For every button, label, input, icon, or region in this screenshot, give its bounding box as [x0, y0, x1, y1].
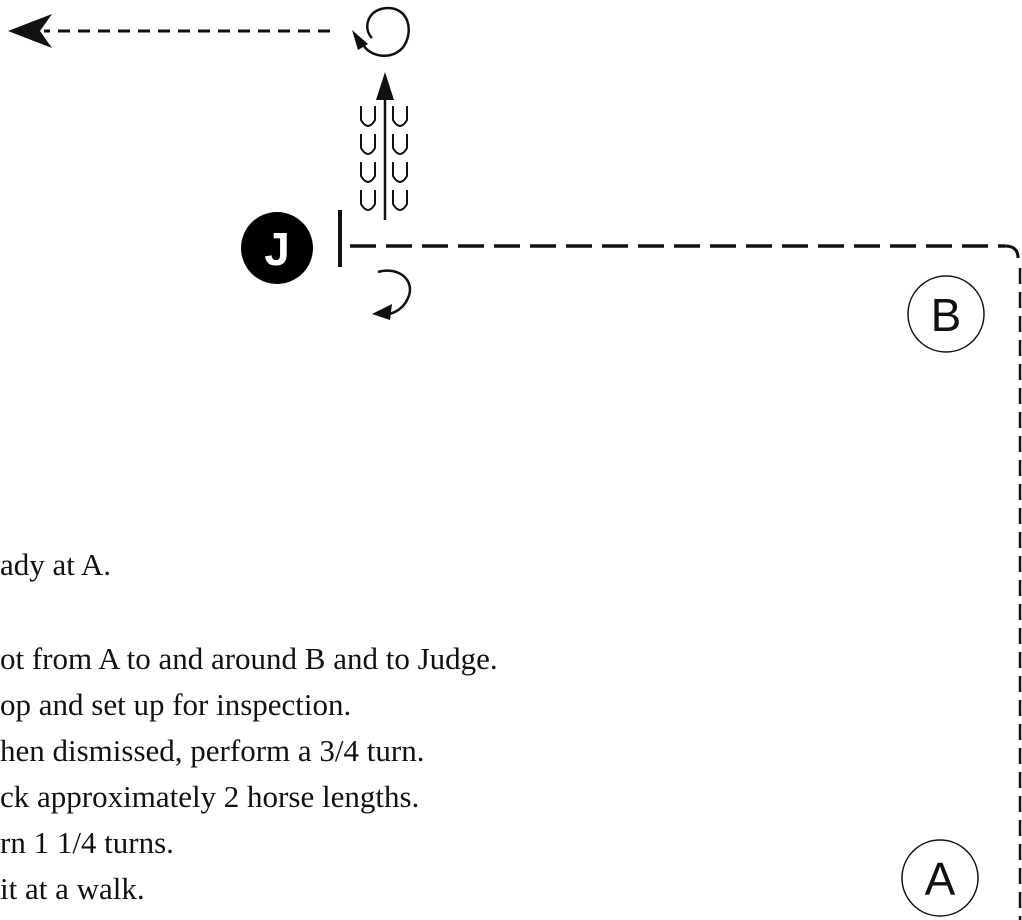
exit-path: [8, 14, 330, 48]
instruction-3: op and set up for inspection.: [0, 687, 352, 722]
turn-1-1-4-arrowhead: [352, 30, 368, 50]
turn-3-4-arrowhead: [372, 304, 392, 320]
trot-path: [350, 244, 1022, 920]
instruction-6: rn 1 1/4 turns.: [0, 825, 174, 860]
turn-1-1-4-icon: [352, 6, 410, 57]
marker-a: A: [901, 839, 979, 917]
marker-a-label: A: [925, 853, 956, 905]
hoofprints-icon: [360, 106, 408, 211]
turn-3-4-icon: [372, 269, 412, 320]
instruction-2: ot from A to and around B and to Judge.: [0, 641, 498, 676]
instruction-5: ck approximately 2 horse lengths.: [0, 779, 420, 814]
marker-b-label: B: [931, 289, 962, 341]
pattern-instructions: ady at A. ot from A to and around B and …: [0, 542, 498, 912]
instruction-1: ady at A.: [0, 547, 112, 582]
backup-arrowhead: [376, 72, 394, 100]
judge-marker: J: [241, 212, 313, 284]
marker-b: B: [907, 275, 985, 353]
judge-marker-label: J: [264, 223, 290, 275]
backup-path: [360, 72, 408, 220]
exit-arrowhead: [8, 14, 52, 48]
instruction-7: it at a walk.: [0, 871, 145, 906]
instruction-4: hen dismissed, perform a 3/4 turn.: [0, 733, 425, 768]
